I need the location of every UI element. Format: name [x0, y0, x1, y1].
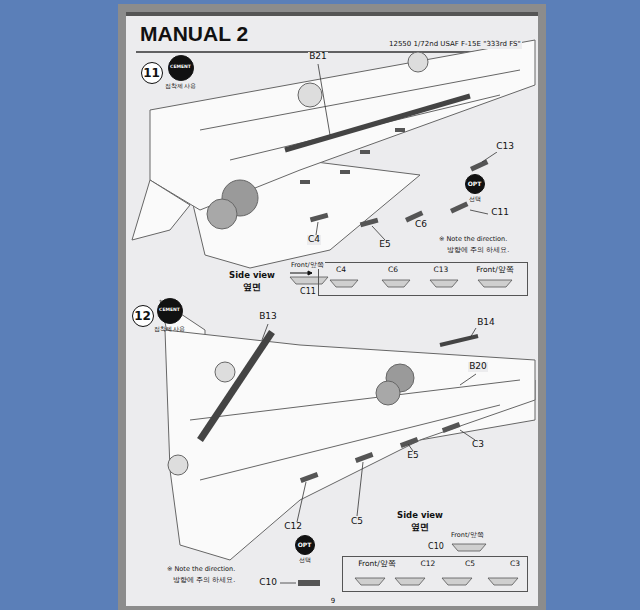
- icon-text: OPT: [468, 181, 482, 187]
- part-label: C11: [299, 288, 317, 297]
- part-label: 옆면: [410, 523, 430, 532]
- part-label: B14: [476, 318, 496, 328]
- part-label: 방향에 주의 하세요.: [446, 247, 510, 254]
- icon-text: CEMENT: [170, 65, 191, 70]
- part-number: C12: [421, 560, 436, 568]
- part-label: 옆면: [242, 283, 262, 292]
- part-label: 12550 1/72nd USAF F-15E "333rd FS": [388, 41, 522, 49]
- part-view-box: C4 C6 C13 Front/앞쪽: [318, 262, 528, 296]
- part-label: ※ Note the direction.: [166, 566, 236, 573]
- part-label: 9: [330, 598, 336, 606]
- icon-circle: CEMENT접착제 사용: [157, 298, 183, 324]
- part-view-box: Front/앞쪽 C12 C5 C3: [342, 556, 528, 592]
- part-number: C4: [336, 266, 346, 274]
- part-label: B13: [258, 312, 278, 322]
- icon-caption: 선택: [299, 557, 311, 564]
- part-label: C12: [283, 522, 303, 532]
- part-number: Front/앞쪽: [476, 266, 514, 274]
- part-label: C5: [350, 517, 364, 527]
- icon-text: 11: [143, 67, 160, 79]
- part-label: C10: [258, 578, 278, 588]
- manual-title: MANUAL 2: [140, 22, 248, 45]
- icon-text: 12: [134, 310, 151, 322]
- icon-circle: 12: [132, 305, 154, 327]
- part-label: C6: [414, 220, 428, 230]
- icon-circle: CEMENT접착제 사용: [168, 55, 194, 81]
- part-label: C10: [427, 543, 445, 552]
- part-label: E5: [378, 240, 391, 250]
- icon-caption: 접착제 사용: [154, 326, 186, 333]
- part-number: C3: [510, 560, 520, 568]
- part-label: E5: [406, 451, 419, 461]
- icon-caption: 선택: [469, 196, 481, 203]
- icon-text: CEMENT: [159, 308, 180, 313]
- icon-caption: 접착제 사용: [165, 83, 197, 90]
- part-number: C6: [388, 266, 398, 274]
- part-label: C11: [490, 208, 510, 218]
- part-number: C5: [465, 560, 475, 568]
- part-label: Front/앞쪽: [290, 262, 325, 269]
- part-label: B21: [308, 52, 328, 62]
- part-label: Side view: [396, 511, 444, 520]
- part-number: Front/앞쪽: [358, 560, 396, 568]
- icon-text: OPT: [298, 542, 312, 548]
- icon-circle: OPT선택: [465, 174, 485, 194]
- part-label: B20: [468, 362, 488, 372]
- icon-circle: OPT선택: [295, 535, 315, 555]
- part-label: Front/앞쪽: [450, 532, 485, 539]
- part-label: C4: [307, 235, 321, 245]
- part-label: 방향에 주의 하세요.: [172, 577, 236, 584]
- part-label: ※ Note the direction.: [438, 236, 508, 243]
- part-label: C3: [471, 440, 485, 450]
- part-label: Side view: [228, 271, 276, 280]
- part-number: C13: [434, 266, 449, 274]
- part-label: C13: [495, 142, 515, 152]
- icon-circle: 11: [141, 62, 163, 84]
